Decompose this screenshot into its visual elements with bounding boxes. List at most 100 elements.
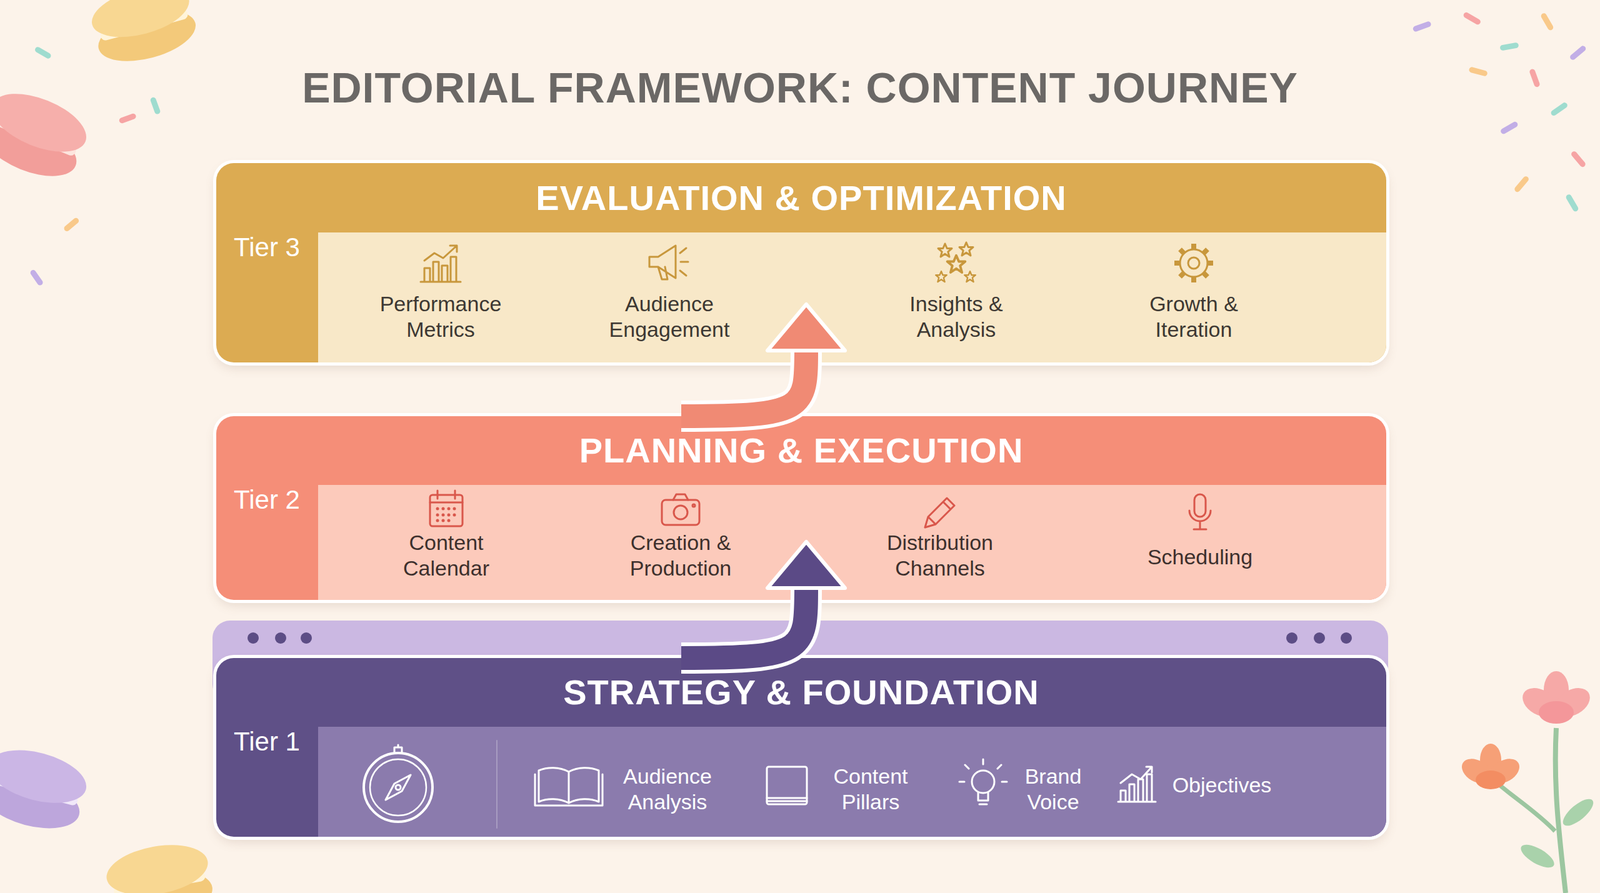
day xyxy=(436,519,440,523)
compass-face xyxy=(370,759,427,816)
stem xyxy=(1495,781,1555,832)
shell xyxy=(86,0,195,47)
sprinkle xyxy=(1500,120,1519,135)
tier-item: Brand Voice xyxy=(1015,763,1091,815)
sprinkle xyxy=(1568,45,1587,62)
day xyxy=(436,513,440,517)
day xyxy=(447,519,451,523)
macaron xyxy=(86,0,202,71)
calendar-icon xyxy=(430,490,463,527)
camera-lens xyxy=(673,505,688,520)
pencil xyxy=(925,498,955,528)
objectives-chart-icon xyxy=(1118,766,1156,802)
compass-pivot xyxy=(395,785,401,790)
item-label: Content Calendar xyxy=(371,530,522,582)
tier2-icons xyxy=(430,490,1211,530)
item-label: Brand Voice xyxy=(1015,763,1091,815)
item-label: Creation & Production xyxy=(605,530,756,582)
dot xyxy=(275,632,287,644)
tier-item: Objectives xyxy=(1159,772,1285,799)
macaron xyxy=(102,838,217,893)
tier-item: Growth & Iteration xyxy=(1125,291,1263,343)
sprinkle xyxy=(1513,175,1530,194)
star xyxy=(964,271,976,282)
book-cover xyxy=(766,766,807,805)
gear-teeth xyxy=(1174,243,1214,283)
tier-item: Distribution Channels xyxy=(865,530,1015,582)
day xyxy=(447,507,451,511)
day xyxy=(453,507,457,511)
sprinkle xyxy=(1570,150,1587,169)
dot xyxy=(1313,632,1325,644)
star xyxy=(947,255,966,273)
open-book xyxy=(535,768,603,806)
sprinkle xyxy=(1468,66,1488,77)
camera-body xyxy=(661,500,700,525)
item-label: Audience Engagement xyxy=(594,291,745,343)
petal xyxy=(1475,770,1506,790)
arrow-head xyxy=(767,541,845,589)
item-label: Distribution Channels xyxy=(865,530,1015,582)
tier-band: STRATEGY & FOUNDATIONTier 1Audience Anal… xyxy=(216,658,1387,837)
blossom xyxy=(1457,743,1524,790)
arrow-outline xyxy=(681,348,807,417)
macaron xyxy=(0,740,92,838)
sprinkle xyxy=(1499,41,1519,51)
camera-flash xyxy=(692,504,695,507)
flow-arrow xyxy=(681,541,845,659)
gear-icon xyxy=(1174,243,1214,283)
sprinkle xyxy=(1462,11,1482,26)
tier-label: Tier 2 xyxy=(229,485,305,515)
day xyxy=(441,513,445,517)
tier-label: Tier 3 xyxy=(229,232,305,263)
star xyxy=(935,271,947,282)
bulb-glass xyxy=(971,770,995,794)
dot xyxy=(247,632,259,644)
dot xyxy=(300,632,312,644)
camera-icon xyxy=(661,494,700,525)
blossom xyxy=(1517,671,1595,724)
star xyxy=(938,243,952,257)
arrow-outline xyxy=(681,585,807,659)
item-label: Audience Analysis xyxy=(614,763,721,815)
shell xyxy=(0,740,92,813)
sprinkle xyxy=(63,216,80,233)
sprinkle xyxy=(1565,193,1580,213)
gear-ring xyxy=(1180,249,1208,277)
dot xyxy=(1286,632,1298,644)
tier3-icons xyxy=(420,242,1214,283)
leaf xyxy=(1517,840,1558,873)
calendar-days xyxy=(436,507,457,523)
day xyxy=(441,507,445,511)
tier-item: Scheduling xyxy=(1125,544,1275,570)
item-label: Content Pillars xyxy=(823,763,918,815)
petal xyxy=(1538,701,1574,724)
sprinkle xyxy=(1540,12,1555,32)
bulb-base xyxy=(959,759,1007,805)
tier-item: Audience Engagement xyxy=(594,291,745,343)
sprinkle xyxy=(1528,68,1541,88)
arrow-head xyxy=(767,304,845,351)
tier1-icons xyxy=(363,740,1156,829)
flow-arrow xyxy=(681,304,845,417)
item-label: Objectives xyxy=(1159,772,1285,799)
compass-needle xyxy=(385,775,411,800)
day xyxy=(436,507,440,511)
sprinkle xyxy=(29,268,44,287)
chart-bars xyxy=(420,245,461,282)
tier-item: Content Pillars xyxy=(823,763,918,815)
calendar-lines xyxy=(430,490,463,503)
megaphone-icon xyxy=(649,245,689,280)
microphone-icon xyxy=(1189,494,1211,530)
tier-item: Insights & Analysis xyxy=(887,291,1025,343)
title-bar: EDITORIAL FRAMEWORK: CONTENT JOURNEY xyxy=(0,62,1600,113)
sprinkle xyxy=(150,96,162,115)
tier-item: Performance Metrics xyxy=(365,291,516,343)
tier-item: Content Calendar xyxy=(371,530,522,582)
tier-heading: PLANNING & EXECUTION xyxy=(216,416,1387,485)
sprinkle xyxy=(33,46,52,60)
item-label: Performance Metrics xyxy=(365,291,516,343)
tier-heading: STRATEGY & FOUNDATION xyxy=(216,658,1387,727)
day xyxy=(441,519,445,523)
